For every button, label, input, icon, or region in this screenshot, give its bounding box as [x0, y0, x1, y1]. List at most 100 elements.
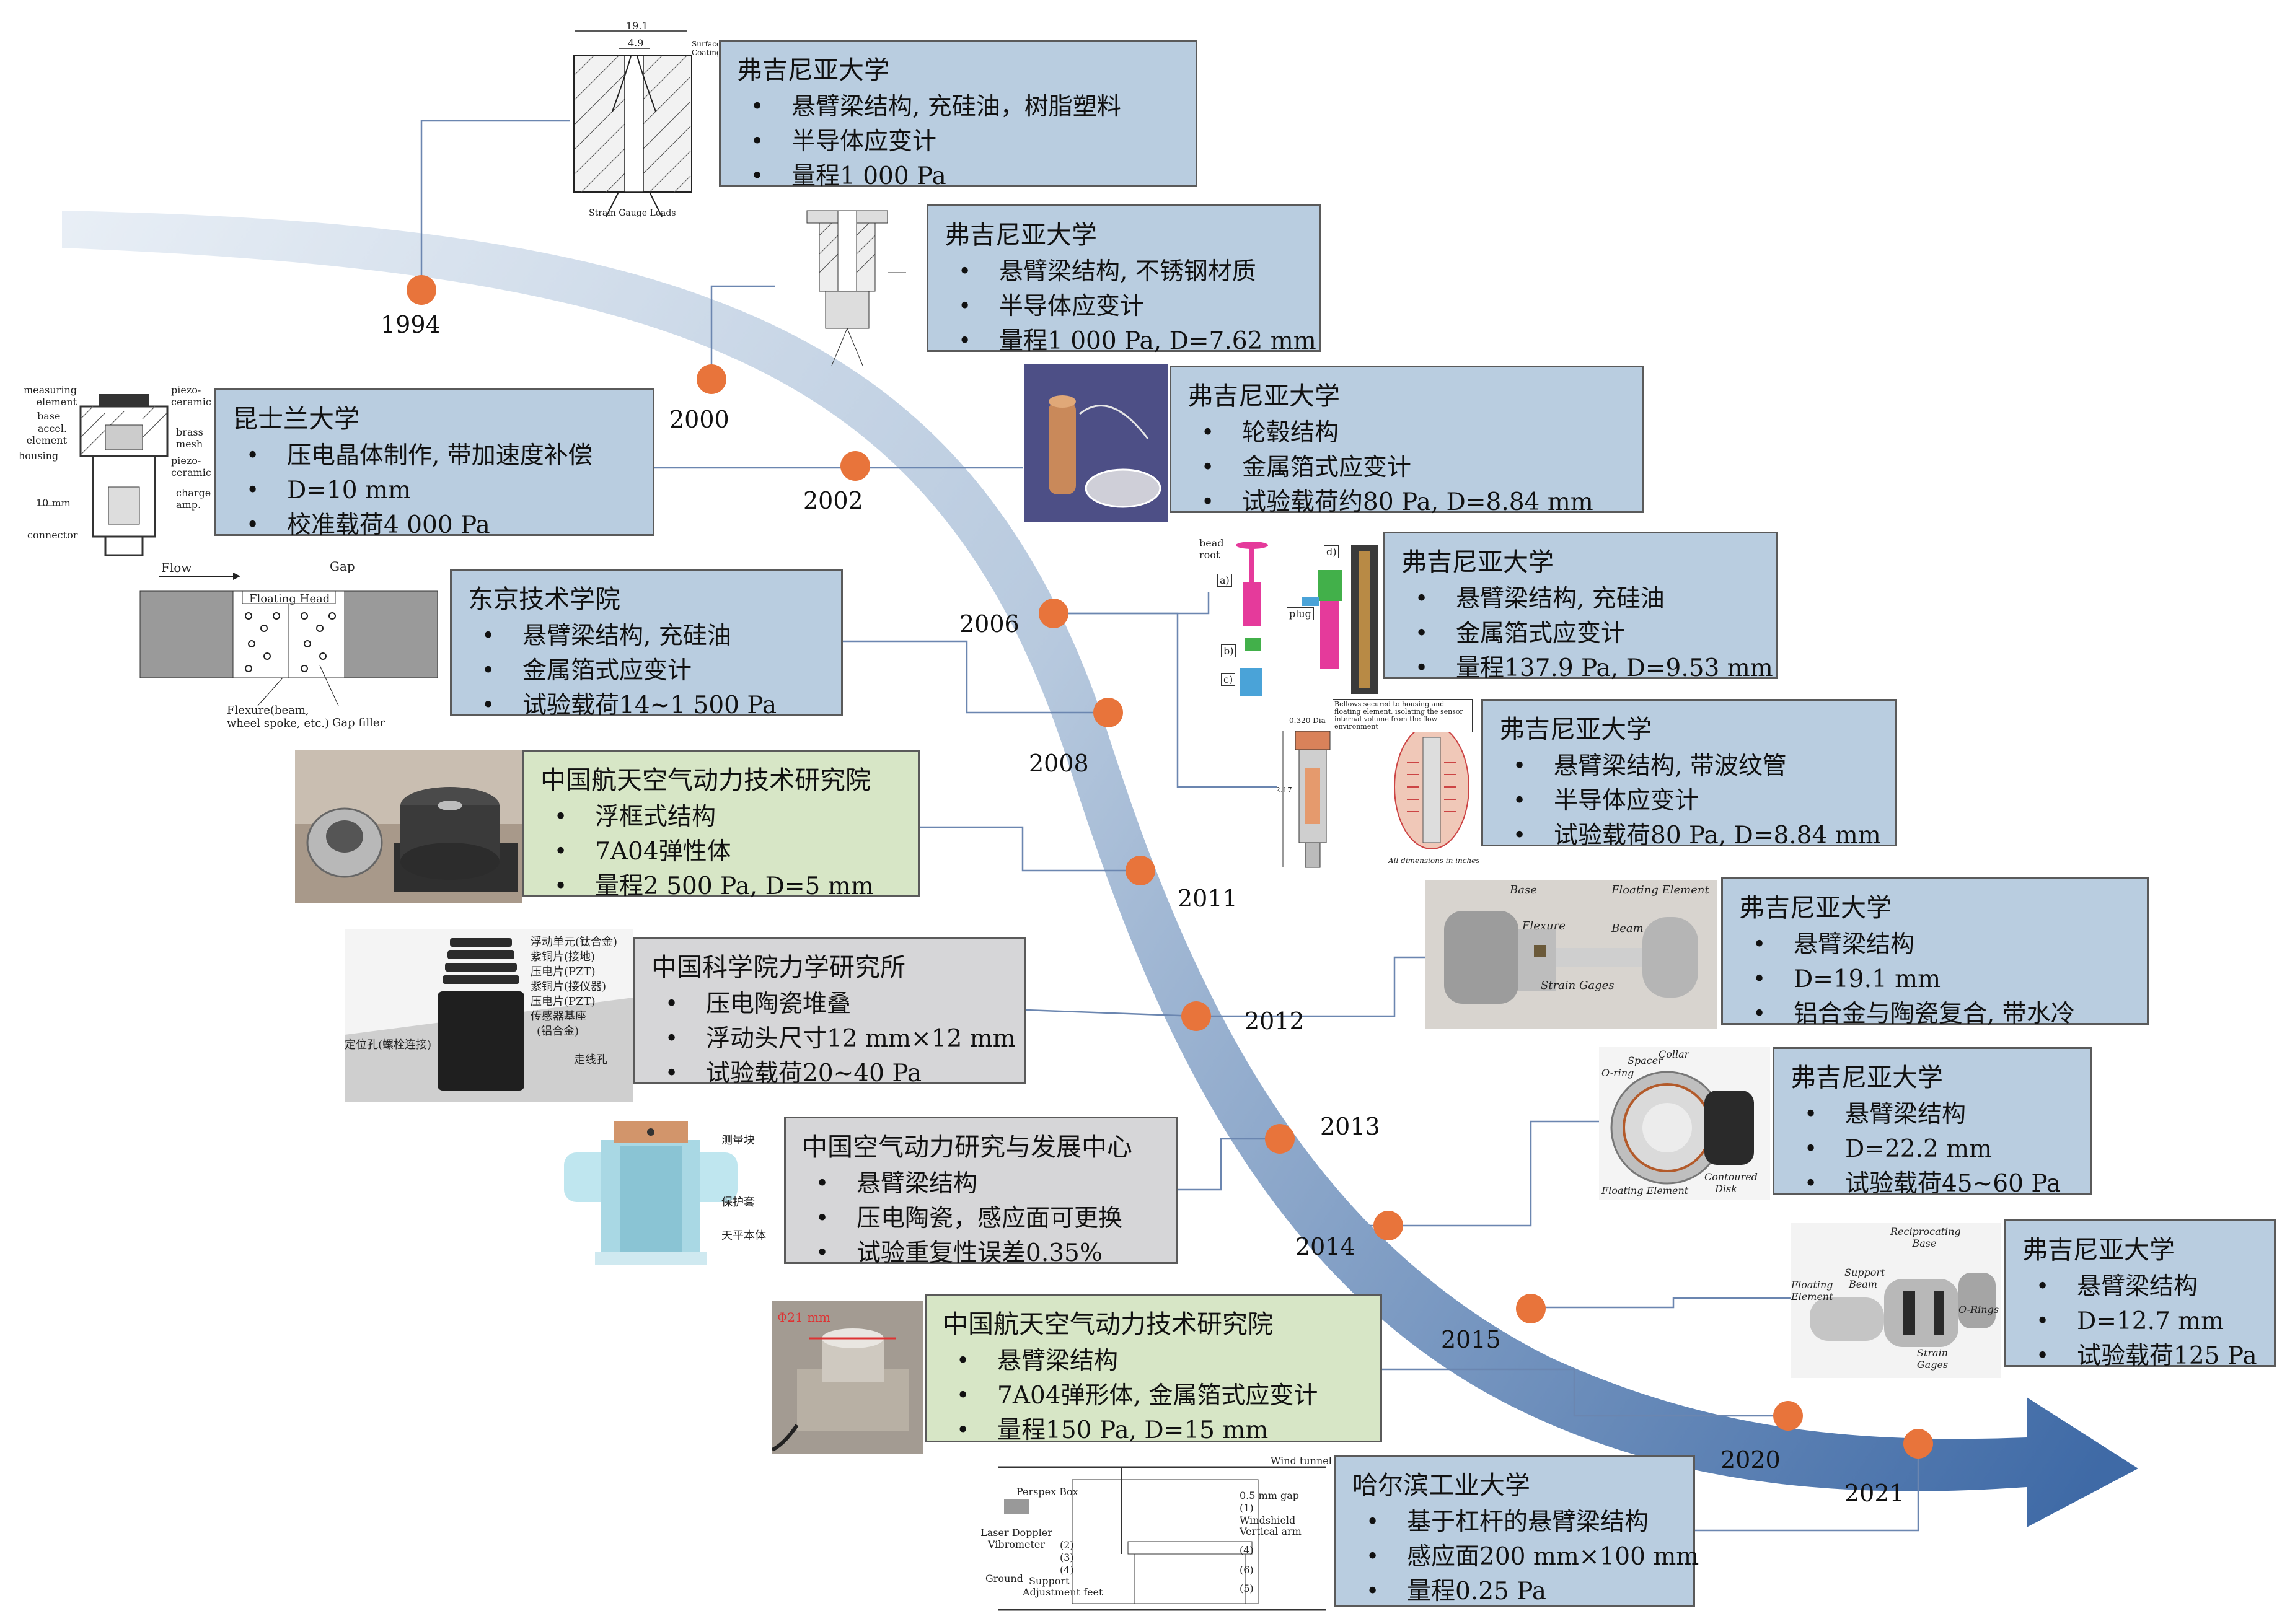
year-2006: 2006 — [959, 610, 1020, 638]
card-bullet: 压电陶瓷堆叠 — [651, 987, 1008, 1022]
reciprocating-base-photo — [1810, 1273, 1996, 1347]
year-dot-2006 — [1039, 599, 1068, 628]
figure-queensland-schematic: measuring element piezo-ceramic base acc… — [19, 382, 213, 564]
card-bullet: D=10 mm — [232, 473, 637, 508]
contoured-disk-label: Contoured Disk — [1704, 1171, 1758, 1195]
card-institution: 昆士兰大学 — [232, 404, 359, 434]
card-bullet: 压电陶瓷，感应面可更换 — [802, 1201, 1160, 1236]
card-institution: 弗吉尼亚大学 — [945, 220, 1097, 250]
card-bullet: 半导体应变计 — [945, 289, 1303, 324]
connector-tokyo — [843, 640, 1108, 714]
connector-lines — [420, 120, 1919, 1532]
year-2011: 2011 — [1178, 885, 1238, 912]
figure-caaa-2015-photo: Φ21 mm — [772, 1301, 923, 1454]
floating-head-drawing — [139, 573, 438, 706]
reciprocating-base-label: Reciprocating Base — [1890, 1226, 1961, 1249]
beam-label: Beam — [1611, 922, 1644, 935]
piezo-sensor-drawing — [37, 394, 169, 556]
figure-2012-photo: Base Floating Element Flexure Beam Strai… — [1425, 880, 1717, 1029]
hub-sensor-photo — [1024, 364, 1168, 522]
card-institution: 中国航天空气动力技术研究院 — [540, 765, 871, 795]
year-2002: 2002 — [803, 487, 863, 514]
card-institution: 中国空气动力研究与发展中心 — [802, 1132, 1132, 1162]
connector-2021 — [1692, 1444, 1919, 1532]
year-2012: 2012 — [1245, 1007, 1305, 1035]
card-bullet: 半导体应变计 — [1499, 784, 1879, 819]
year-dots — [407, 275, 1933, 1459]
card-virginia-2002: 弗吉尼亚大学 轮毂结构 金属箔式应变计 试验载荷约80 Pa, D=8.84 m… — [1170, 366, 1644, 520]
component-drawing — [1236, 542, 1378, 696]
card-institution: 弗吉尼亚大学 — [1187, 381, 1340, 411]
card-bullet: D=19.1 mm — [1739, 962, 2131, 997]
card-institution: 东京技术学院 — [468, 584, 620, 614]
floating-element-label: Floating Element — [1611, 884, 1709, 897]
card-tokyo: 东京技术学院 悬臂梁结构, 充硅油 金属箔式应变计 试验载荷14~1 500 P… — [450, 569, 843, 723]
year-dot-2000 — [697, 364, 726, 394]
perspex-box-label: Perspex Box — [1016, 1486, 1078, 1498]
figure-2000-drawing — [782, 192, 926, 372]
windshield-label: Windshield — [1240, 1514, 1296, 1526]
card-bullet: D=12.7 mm — [2022, 1304, 2258, 1339]
card-bullet: 试验载荷45~60 Pa — [1791, 1167, 2074, 1201]
card-bullet: 浮框式结构 — [540, 800, 902, 835]
year-dot-2002 — [840, 451, 870, 481]
card-virginia-2012: 弗吉尼亚大学 悬臂梁结构 D=19.1 mm 铝合金与陶瓷复合, 带水冷 — [1721, 877, 2149, 1032]
card-bullet: 试验载荷125 Pa — [2022, 1339, 2258, 1374]
card-institution: 哈尔滨工业大学 — [1352, 1470, 1530, 1500]
card-bullet: 悬臂梁结构, 充硅油 — [468, 619, 825, 654]
label-c: c) — [1221, 673, 1236, 686]
vibrometer-label: Laser Doppler Vibrometer — [980, 1527, 1052, 1550]
card-bullet: 量程2 500 Pa, D=5 mm — [540, 869, 902, 904]
flexure-label: Flexure(beam, wheel spoke, etc.) — [227, 704, 330, 730]
ground-label: Ground — [985, 1573, 1023, 1584]
connector-2015b — [1382, 1368, 1788, 1417]
card-bullet: 半导体应变计 — [737, 125, 1179, 159]
housing-label: housing — [19, 450, 59, 462]
figure-cardc-model: 测量块 保护套 天平本体 — [552, 1109, 782, 1270]
part-1-label: (1) — [1240, 1502, 1254, 1514]
adjustment-feet-label: Adjustment feet — [1023, 1586, 1103, 1598]
card-caaa-2011: 中国航天空气动力技术研究院 浮框式结构 7A04弹性体 量程2 500 Pa, … — [522, 750, 920, 904]
part-2-label: (2) — [1060, 1539, 1074, 1551]
connector-2013 — [1178, 1138, 1280, 1191]
scale-10mm-label: 10 mm — [36, 497, 71, 509]
part-5-label: (5) — [1240, 1582, 1254, 1594]
measuring-block-label: 测量块 — [721, 1134, 755, 1147]
card-bullet: 试验载荷80 Pa, D=8.84 mm — [1499, 819, 1881, 853]
card-institution: 弗吉尼亚大学 — [1401, 547, 1554, 577]
label-locating-hole: 定位孔(螺栓连接) — [345, 1038, 432, 1051]
plug-label: plug — [1287, 607, 1314, 620]
card-bullet: 试验重复性误差0.35% — [802, 1236, 1160, 1271]
card-bullet: 悬臂梁结构 — [1791, 1097, 2074, 1132]
strain-gages-label: Strain Gages — [1541, 979, 1615, 992]
brass-mesh-label: brass mesh — [176, 426, 203, 450]
balance-model — [564, 1121, 738, 1265]
card-bullet: 金属箔式应变计 — [1187, 450, 1626, 485]
card-bullet: 量程137.9 Pa, D=9.53 mm — [1401, 651, 1773, 686]
card-cardc: 中国空气动力研究与发展中心 悬臂梁结构 压电陶瓷，感应面可更换 试验重复性误差0… — [784, 1117, 1178, 1271]
connector-2015 — [1531, 1297, 1791, 1309]
year-1994: 1994 — [381, 311, 441, 338]
year-dot-2021 — [1903, 1429, 1933, 1459]
dim-label: 4.9 — [628, 37, 644, 49]
year-dot-2020 — [1773, 1401, 1803, 1431]
card-harbin: 哈尔滨工业大学 基于杠杆的悬臂梁结构 感应面200 mm×100 mm 量程0.… — [1334, 1455, 1699, 1609]
flexure-label: Flexure — [1522, 920, 1566, 933]
card-virginia-2013: 弗吉尼亚大学 悬臂梁结构 D=22.2 mm 试验载荷45~60 Pa — [1773, 1047, 2092, 1201]
contoured-disk-photo — [1610, 1071, 1754, 1185]
support-label: Support — [1029, 1575, 1070, 1587]
card-bullet: 金属箔式应变计 — [1401, 617, 1760, 651]
label-copper-ground: 紫铜片(接地) — [531, 950, 596, 963]
year-dot-2015 — [1516, 1294, 1546, 1323]
surface-coating-label: Surface Coating — [692, 40, 718, 57]
card-bullet: 试验载荷14~1 500 Pa — [468, 688, 825, 723]
figure-2006-components: bead root a) b) c) d) plug — [1196, 533, 1382, 703]
connector-2011 — [920, 826, 1140, 872]
year-2013: 2013 — [1320, 1113, 1380, 1140]
card-institution: 弗吉尼亚大学 — [1739, 893, 1892, 923]
figure-tokyo-schematic: Flow Gap Floating Head Flexure(beam, whe… — [134, 560, 444, 735]
card-bullet: 悬臂梁结构, 充硅油，树脂塑料 — [737, 90, 1179, 125]
connector-2012b — [1196, 956, 1425, 1017]
base-label: base — [37, 410, 61, 422]
